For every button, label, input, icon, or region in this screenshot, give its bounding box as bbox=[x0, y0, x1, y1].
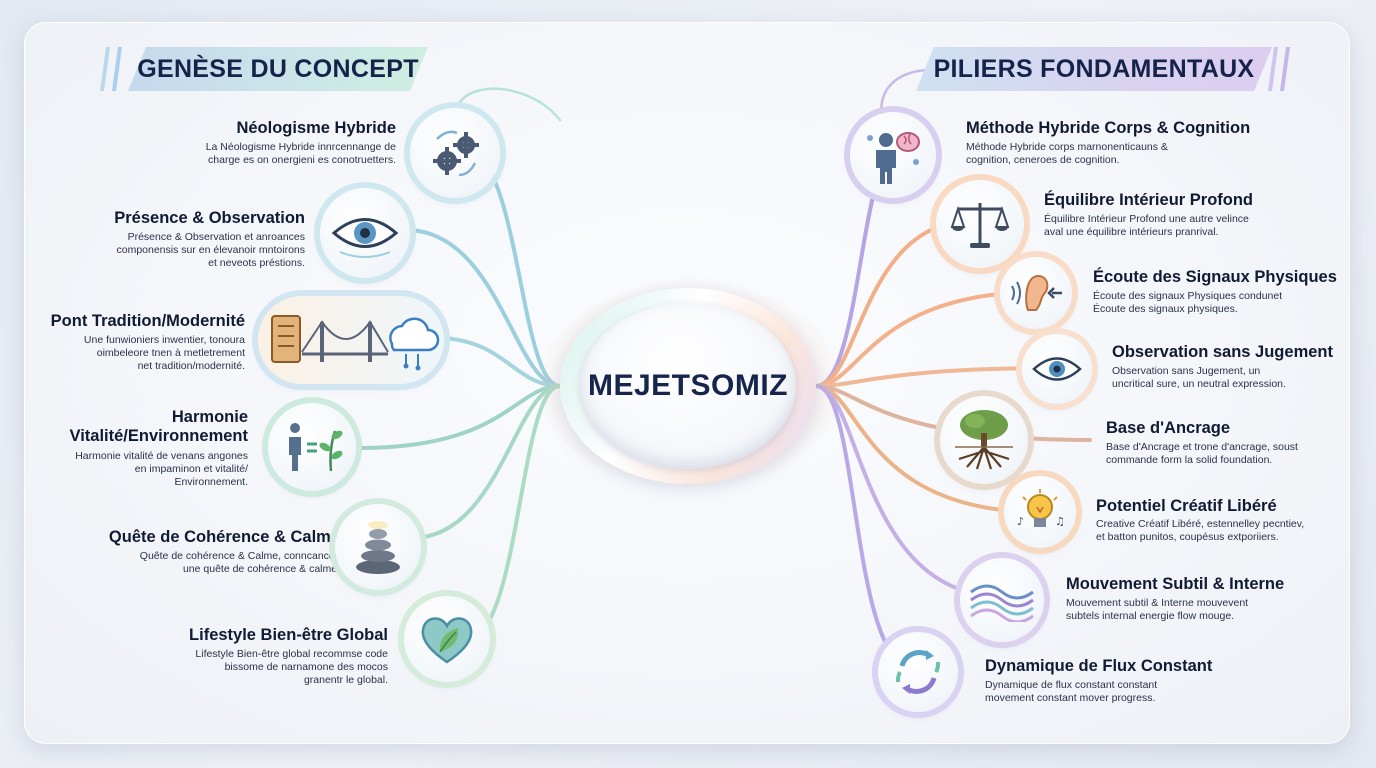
svg-text:♪: ♪ bbox=[1017, 515, 1024, 528]
gears-icon bbox=[410, 108, 500, 198]
left-item-desc: Lifestyle Bien-être global recommse code… bbox=[195, 648, 388, 686]
right-item-title: Équilibre Intérieur Profond bbox=[1044, 191, 1254, 209]
right-item-title: Mouvement Subtil & Interne bbox=[1066, 575, 1285, 593]
link-right-8 bbox=[814, 384, 917, 671]
svg-text:♫: ♫ bbox=[1055, 515, 1065, 528]
waves-icon bbox=[960, 558, 1044, 642]
right-item-desc: Équilibre Intérieur Profond une autre ve… bbox=[1044, 213, 1249, 238]
right-item-title: Méthode Hybride Corps & Cognition bbox=[966, 119, 1251, 137]
left-item-title: Quête de Cohérence & Calme bbox=[108, 528, 340, 546]
central-label: MEJETSOMIZ bbox=[587, 369, 788, 402]
left-item-title: Néologisme Hybride bbox=[236, 119, 396, 137]
left-item-title: Présence & Observation bbox=[114, 209, 305, 227]
right-item-title: Potentiel Créatif Libéré bbox=[1096, 497, 1277, 515]
body-brain-icon bbox=[850, 112, 936, 198]
left-item-title: Pont Tradition/Modernité bbox=[50, 312, 245, 330]
header-stripe-right bbox=[1268, 47, 1278, 91]
left-item-title: Lifestyle Bien-être Global bbox=[189, 626, 388, 644]
heart-leaf-icon bbox=[404, 596, 490, 682]
central-node: MEJETSOMIZ bbox=[580, 303, 796, 469]
scales-icon bbox=[936, 180, 1024, 268]
right-item-title: Écoute des Signaux Physiques bbox=[1093, 268, 1337, 286]
right-item-desc: Creative Créatif Libéré, estennelley pec… bbox=[1096, 518, 1305, 543]
right-item-title: Dynamique de Flux Constant bbox=[985, 657, 1213, 675]
right-item-title: Observation sans Jugement bbox=[1112, 343, 1333, 361]
header-stripe-right bbox=[1280, 47, 1290, 91]
cycle-arrows-icon bbox=[878, 632, 958, 712]
link-left-4 bbox=[358, 384, 562, 450]
left-section-header: GENÈSE DU CONCEPT bbox=[128, 47, 428, 91]
eye-icon bbox=[1022, 334, 1092, 404]
tree-roots-icon bbox=[940, 396, 1028, 484]
right-item-desc: Base d'Ancrage et trone d'ancrage, soust… bbox=[1106, 441, 1298, 466]
stones-icon bbox=[335, 504, 421, 590]
link-left-5 bbox=[408, 384, 562, 541]
header-stripe-left bbox=[112, 47, 122, 91]
right-item-title: Base d'Ancrage bbox=[1106, 419, 1231, 437]
header-stripe-left bbox=[100, 47, 110, 91]
ear-icon bbox=[1000, 257, 1072, 329]
right-section-header: PILIERS FONDAMENTAUX bbox=[916, 47, 1272, 91]
eye-icon bbox=[320, 188, 410, 278]
lightbulb-icon: ♪ ♫ bbox=[1004, 476, 1076, 548]
bridge-scroll-cloud-icon bbox=[258, 296, 444, 384]
right-item-desc: Méthode Hybride corps marnonenticauns &c… bbox=[966, 141, 1168, 166]
person-plant-icon bbox=[268, 403, 356, 491]
